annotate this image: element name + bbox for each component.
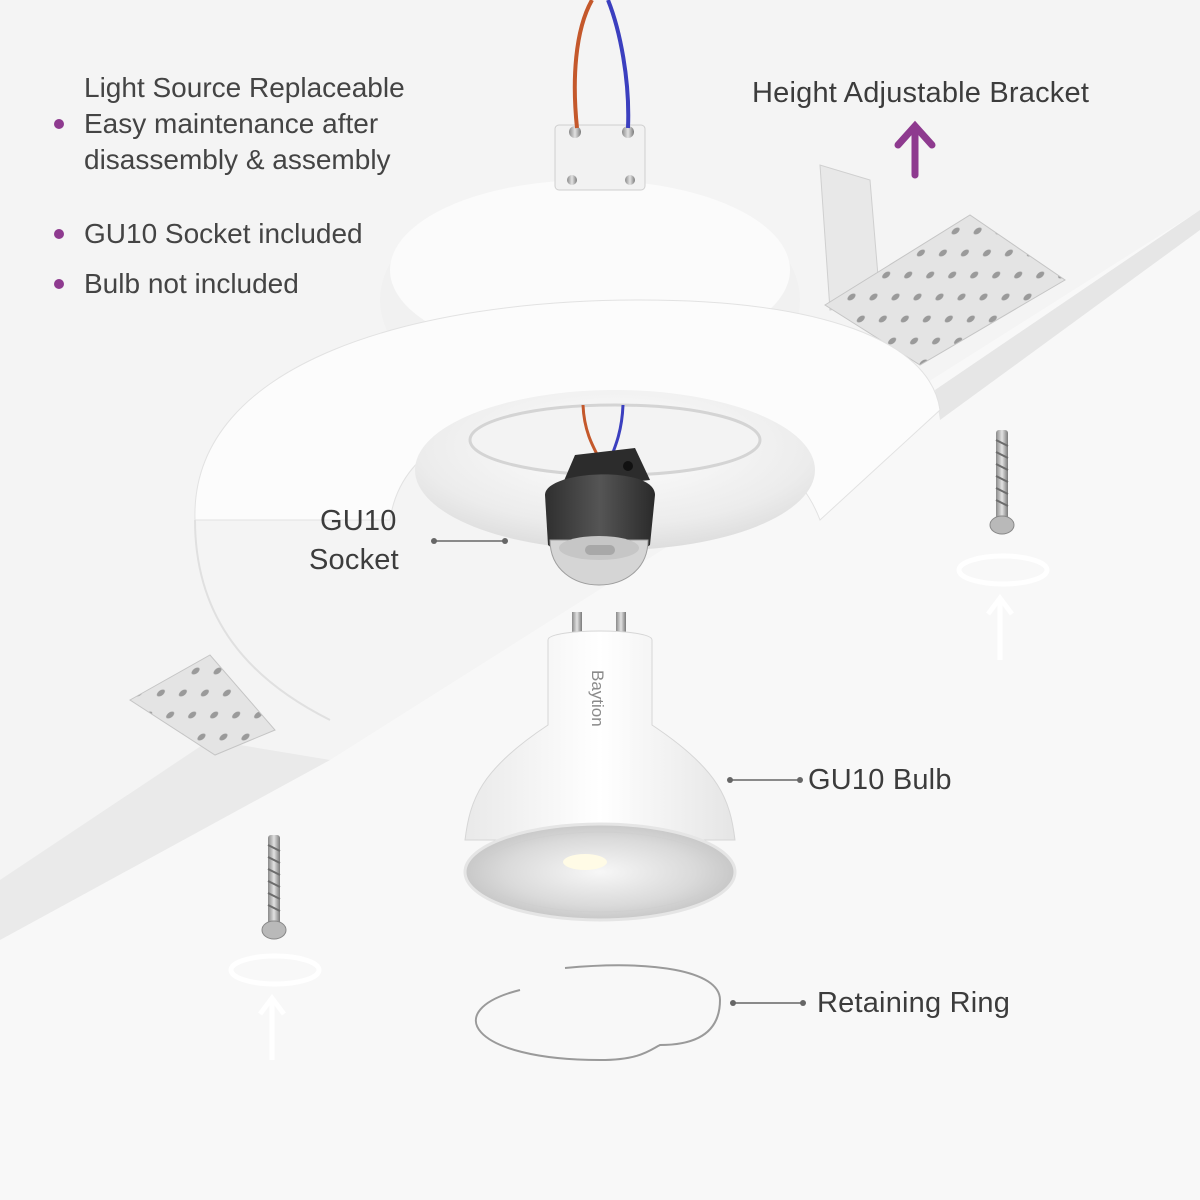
gu10-socket-graphic (545, 448, 655, 586)
feature-text: Easy maintenance after (84, 108, 379, 139)
feature-text: Bulb not included (84, 268, 299, 299)
bullet-dot (54, 229, 64, 239)
feature-text: GU10 Socket included (84, 218, 363, 249)
retaining-ring-graphic (474, 964, 722, 1062)
bullet-dot (54, 279, 64, 289)
board-edge-right (935, 210, 1200, 420)
left-bracket-plate (129, 654, 276, 756)
screw-left (261, 835, 287, 940)
feature-item: Bulb not included (50, 266, 405, 302)
socket-label-line1: GU10 (320, 505, 397, 537)
feature-list: Light Source Replaceable Easy maintenanc… (50, 70, 405, 302)
bracket-label: Height Adjustable Bracket (752, 77, 1090, 109)
rotate-arrow-left-icon (228, 953, 322, 1060)
feature-text: disassembly & assembly (84, 144, 391, 175)
socket-label-line2: Socket (309, 544, 399, 576)
terminal-block (554, 124, 646, 191)
wire-brown-top (572, 0, 594, 129)
bulb-brand-mark: Baytion (588, 670, 607, 727)
ring-label: Retaining Ring (817, 987, 1011, 1019)
feature-item: Light Source Replaceable (50, 70, 405, 106)
feature-item: Easy maintenance after (50, 106, 405, 142)
board-edge-left (0, 740, 330, 940)
feature-item: GU10 Socket included (50, 216, 405, 252)
feature-text: Light Source Replaceable (84, 72, 405, 103)
wire-blue-top (606, 0, 631, 129)
screw-right (989, 430, 1015, 535)
feature-item: disassembly & assembly (50, 142, 405, 178)
gu10-bulb-graphic: Baytion (463, 612, 737, 922)
height-arrow-icon (894, 120, 936, 179)
bulb-label: GU10 Bulb (808, 764, 952, 796)
bullet-dot (54, 119, 64, 129)
rotate-arrow-right-icon (956, 553, 1050, 660)
